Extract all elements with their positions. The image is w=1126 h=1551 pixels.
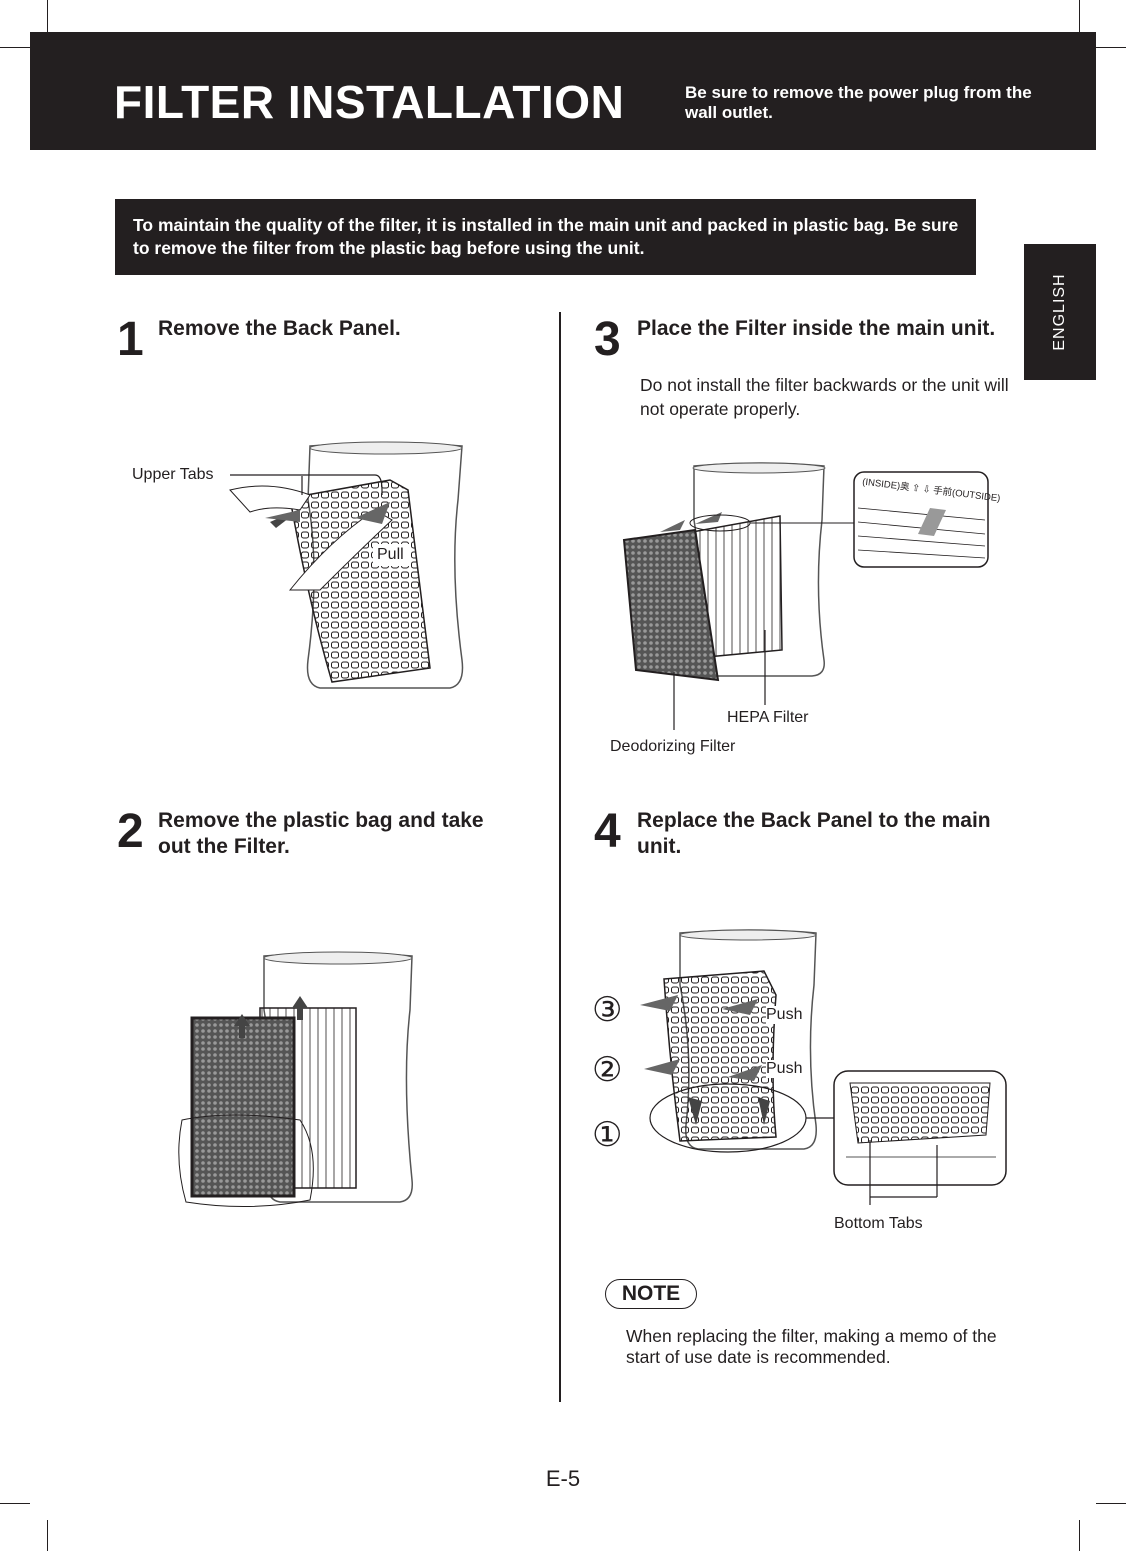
note-text: When replacing the filter, making a memo…	[626, 1326, 997, 1367]
step-1-number: 1	[117, 313, 144, 366]
power-plug-warning: Be sure to remove the power plug from th…	[685, 83, 1032, 122]
step-2-number: 2	[117, 805, 144, 858]
step-4-number: 4	[594, 805, 621, 858]
step-4-illustration	[640, 929, 1007, 1205]
step-3-title: Place the Filter inside the main unit.	[637, 317, 996, 340]
crop-mark	[1096, 47, 1126, 48]
push-label-lower: Push	[766, 1060, 803, 1078]
step-3-illustration	[622, 462, 989, 730]
sequence-1: ①	[592, 1116, 623, 1154]
push-label-upper: Push	[766, 1006, 803, 1024]
step-3-number: 3	[594, 313, 621, 366]
crop-mark	[47, 1520, 48, 1551]
step-1-illustration	[229, 441, 464, 689]
deodorizing-filter-label: Deodorizing Filter	[610, 738, 736, 755]
step-2-title: Remove the plastic bag and take out the …	[158, 809, 484, 858]
step-4-title: Replace the Back Panel to the main unit.	[637, 809, 991, 858]
crop-mark	[0, 1503, 30, 1504]
language-tab: ENGLISH	[1024, 244, 1096, 380]
crop-mark	[1096, 1503, 1126, 1504]
step-2-illustration	[178, 951, 413, 1208]
crop-mark	[1079, 1520, 1080, 1551]
column-divider	[559, 312, 561, 1402]
crop-mark	[1079, 0, 1080, 32]
sequence-2: ②	[592, 1051, 623, 1089]
page-title: FILTER INSTALLATION	[114, 76, 625, 128]
language-label: ENGLISH	[1051, 273, 1068, 351]
bottom-tabs-label: Bottom Tabs	[834, 1215, 923, 1232]
note-badge: NOTE	[605, 1279, 697, 1309]
crop-mark	[0, 47, 30, 48]
hepa-filter-label: HEPA Filter	[727, 709, 809, 726]
info-box: To maintain the quality of the filter, i…	[115, 199, 976, 275]
step-1-title: Remove the Back Panel.	[158, 317, 401, 340]
sequence-3: ③	[592, 991, 623, 1029]
upper-tabs-label: Upper Tabs	[132, 466, 214, 483]
header-bar	[30, 32, 1096, 150]
crop-mark	[47, 0, 48, 32]
step-3-description: Do not install the filter backwards or t…	[640, 375, 1009, 419]
info-text: To maintain the quality of the filter, i…	[133, 215, 959, 258]
page-number: E-5	[545, 1466, 581, 1491]
pull-label: Pull	[377, 546, 404, 563]
